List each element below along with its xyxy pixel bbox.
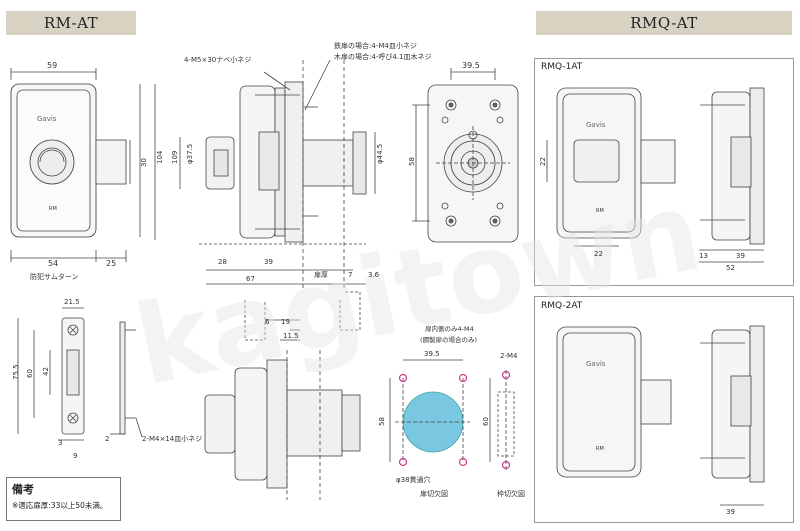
dim-25: 25 <box>106 259 116 268</box>
frame-cutout-view <box>489 370 515 470</box>
mid-6: 6 <box>265 318 270 326</box>
note-text: ※適応扉厚:33以上50未満。 <box>12 501 108 510</box>
dim-109: 109 <box>171 151 179 164</box>
frame-cut-title: 枠切欠図 <box>497 489 525 498</box>
rmq1-mark: RM <box>596 208 604 214</box>
strike-h60: 60 <box>26 369 34 378</box>
rmq2-section <box>534 296 794 523</box>
dim-front-w: 59 <box>47 61 57 70</box>
rm-mark: RM <box>49 206 57 212</box>
rm-side-view <box>179 59 376 290</box>
rmq1-39: 39 <box>736 252 745 260</box>
note-title: 備考 <box>12 483 34 496</box>
strike-b3: 3 <box>58 439 62 447</box>
dim-30: 30 <box>140 158 148 167</box>
strike-front-view <box>17 307 85 441</box>
brand-rm: Gavis <box>37 115 57 123</box>
header-rmq-at: RMQ-AT <box>536 11 792 35</box>
strike-side-2: 2 <box>105 435 109 443</box>
mid-19: 19 <box>281 318 290 326</box>
cutout-w: 39.5 <box>424 350 440 358</box>
steel-note: 鉄扉の場合:4-M4皿小ネジ <box>334 41 417 50</box>
strike-w: 21.5 <box>64 298 80 306</box>
rmq2-brand: Gavis <box>586 360 606 368</box>
strike-screws: 2-M4×14皿小ネジ <box>142 434 202 443</box>
frame-h60: 60 <box>482 417 490 426</box>
dim-d445: φ44.5 <box>376 144 384 164</box>
door-cutout-view <box>389 359 470 462</box>
dim-back-h: 58 <box>408 157 416 166</box>
frame-m4: 2-M4 <box>500 352 518 360</box>
cutout-screw-markers <box>398 370 511 470</box>
rm-front-view <box>10 68 156 262</box>
dim-54: 54 <box>48 259 58 268</box>
dim-36: 3.6 <box>368 271 380 279</box>
wood-note: 木扉の場合:4-呼び4.1皿木ネジ <box>334 52 431 61</box>
dim-39: 39 <box>264 258 273 266</box>
rmq2-title: RMQ-2AT <box>541 301 583 311</box>
dim-back-w: 39.5 <box>462 61 480 70</box>
cutout-note1: 扉内側のみ4-M4 <box>425 324 474 333</box>
rmq1-52: 52 <box>726 264 735 272</box>
screw-label-top: 4-M5×30ナベ小ネジ <box>184 55 251 64</box>
cutout-note2: (鋼製扉の場合のみ) <box>420 335 477 344</box>
dim-d375: φ37.5 <box>186 144 194 164</box>
dim-7: 7 <box>348 271 352 279</box>
installed-section-view <box>204 291 361 500</box>
note-box: 備考 ※適応扉厚:33以上50未満。 <box>6 477 121 521</box>
rmq2-39: 39 <box>726 508 735 516</box>
cutout-hole: φ38貫通穴 <box>396 475 431 484</box>
rmq1-22a: 22 <box>539 157 547 166</box>
rmq1-brand: Gavis <box>586 121 606 129</box>
dim-67: 67 <box>246 275 255 283</box>
cutout-h: 58 <box>378 417 386 426</box>
rmq1-22b: 22 <box>594 250 603 258</box>
rm-back-view <box>412 68 519 243</box>
header-rm-at: RM-AT <box>6 11 136 35</box>
strike-h42: 42 <box>42 367 50 376</box>
strike-b9: 9 <box>73 452 77 460</box>
dim-104: 104 <box>156 150 164 164</box>
strike-h755: 75.5 <box>12 364 20 380</box>
rmq1-section <box>534 58 794 286</box>
rmq2-drawing <box>556 325 765 506</box>
mid-115: 11.5 <box>283 332 299 340</box>
strike-side-view <box>110 321 143 438</box>
rmq1-drawing <box>546 87 765 263</box>
door-thickness: 扉厚 <box>314 270 328 279</box>
rmq1-13: 13 <box>699 252 708 260</box>
dim-28: 28 <box>218 258 227 266</box>
rmq2-mark: RM <box>596 446 604 452</box>
thumb-label: 防犯サムターン <box>30 272 79 281</box>
door-cut-title: 扉切欠図 <box>420 489 448 498</box>
rmq1-title: RMQ-1AT <box>541 62 583 72</box>
